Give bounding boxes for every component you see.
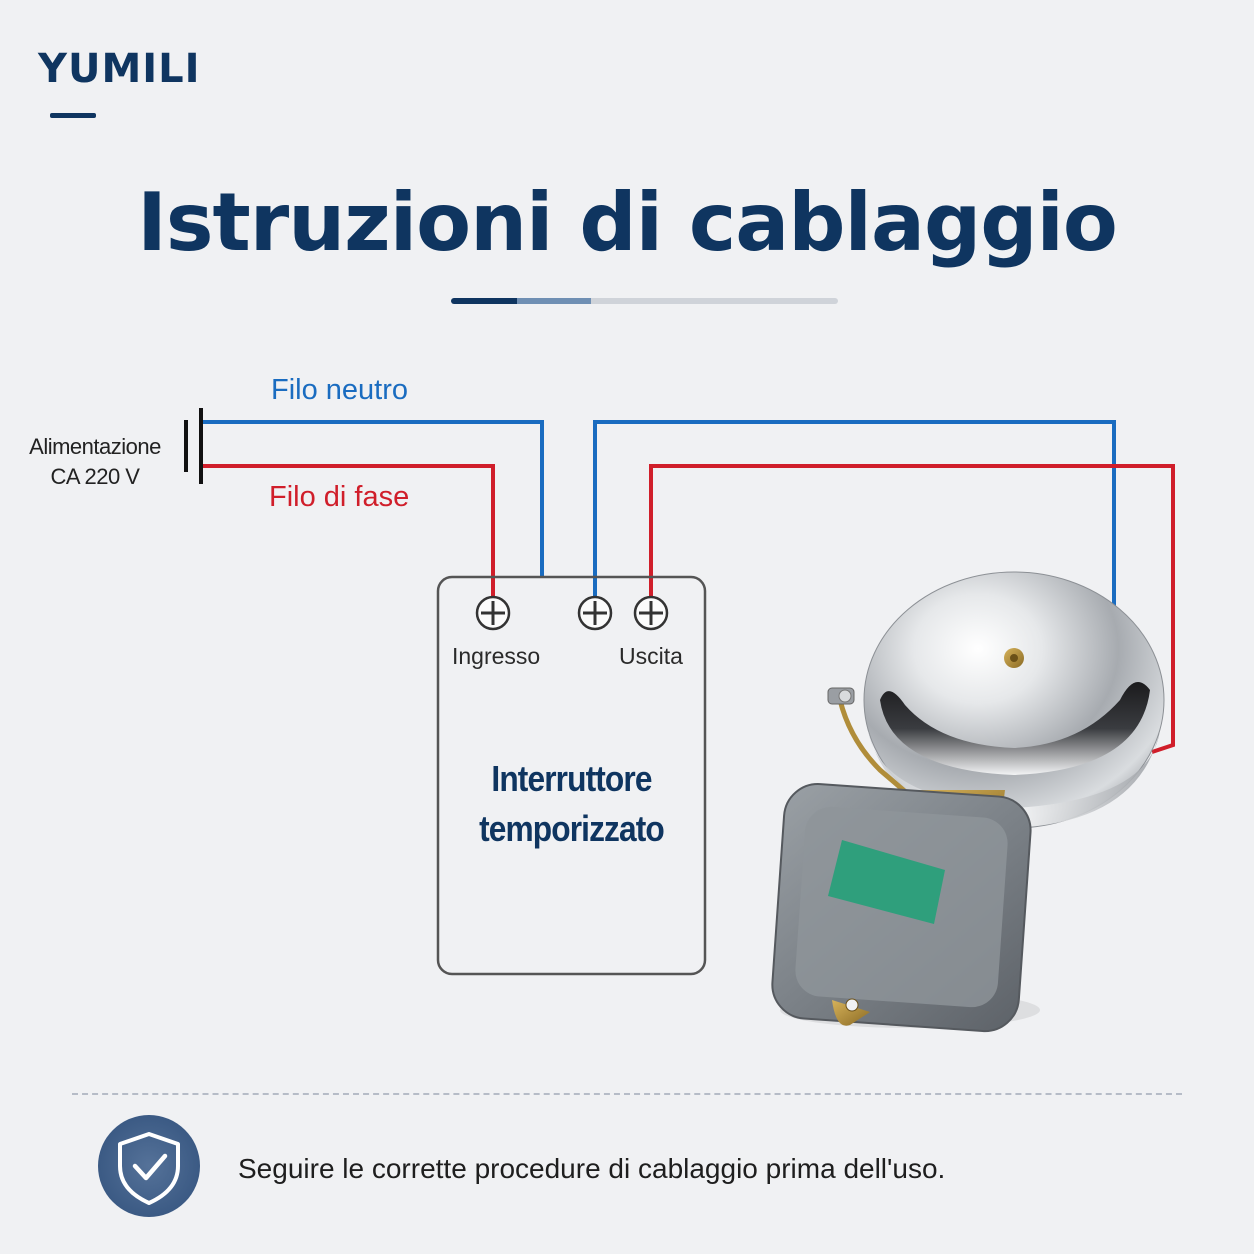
power-source-line2: CA 220 V (50, 464, 140, 489)
timer-switch-line1: Interruttore (491, 758, 652, 799)
input-terminal-label: Ingresso (452, 643, 541, 669)
terminal-output-phase (633, 595, 669, 631)
timer-switch-label: Interruttore temporizzato (454, 754, 689, 854)
neutral-wire-bell (593, 420, 1116, 610)
footer-divider (72, 1093, 1182, 1095)
title-underline (451, 298, 838, 304)
timer-switch-box (436, 575, 707, 976)
terminal-input (475, 595, 511, 631)
phase-wire-bell (649, 464, 1175, 754)
phase-wire-supply (203, 464, 495, 600)
phase-wire-label: Filo di fase (269, 481, 410, 513)
power-source-symbol (184, 408, 203, 484)
power-source-line1: Alimentazione (29, 434, 161, 459)
timer-switch-line2: temporizzato (479, 808, 665, 849)
neutral-wire-supply (203, 420, 544, 576)
power-source-label: Alimentazione CA 220 V (20, 432, 170, 492)
terminal-output-neutral (577, 595, 613, 631)
neutral-wire-label: Filo neutro (271, 374, 409, 406)
page-title: Istruzioni di cablaggio (137, 176, 1118, 269)
shield-check-icon (98, 1115, 200, 1217)
brand-underline (50, 113, 96, 118)
electric-bell-image (771, 571, 1165, 1033)
footer-note: Seguire le corrette procedure di cablagg… (238, 1153, 946, 1184)
brand-logo: YUMILI (38, 46, 201, 92)
output-terminal-label: Uscita (619, 643, 683, 669)
